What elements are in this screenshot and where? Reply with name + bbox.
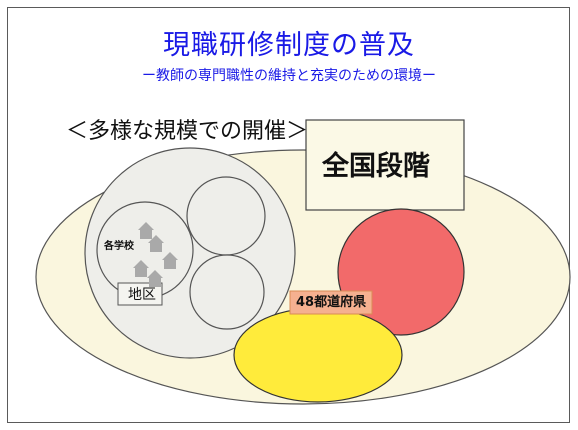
district-label-box xyxy=(117,282,163,306)
house-icon xyxy=(147,270,163,287)
section-heading: ＜多様な規模での開催＞ xyxy=(66,119,309,144)
house-icon xyxy=(133,260,149,277)
house-icon xyxy=(138,222,154,239)
district-label: 地区 xyxy=(128,287,156,303)
school-circle-bottom xyxy=(189,254,265,330)
slide-title: 現職研修制度の普及 xyxy=(163,30,415,61)
yellow-ellipse xyxy=(233,307,403,403)
school-label: 各学校 xyxy=(104,241,134,252)
house-icon xyxy=(148,235,164,252)
slide-subtitle: ー教師の専門職性の維持と充実のための環境ー xyxy=(142,68,436,84)
national-label: 全国段階 xyxy=(322,151,430,182)
prefecture-label: 48都道府県 xyxy=(296,295,367,310)
house-icon xyxy=(162,252,178,269)
school-circle-top xyxy=(186,176,266,256)
prefecture-label-box xyxy=(289,290,373,315)
slide-frame xyxy=(7,7,570,423)
national-label-box xyxy=(305,119,465,211)
